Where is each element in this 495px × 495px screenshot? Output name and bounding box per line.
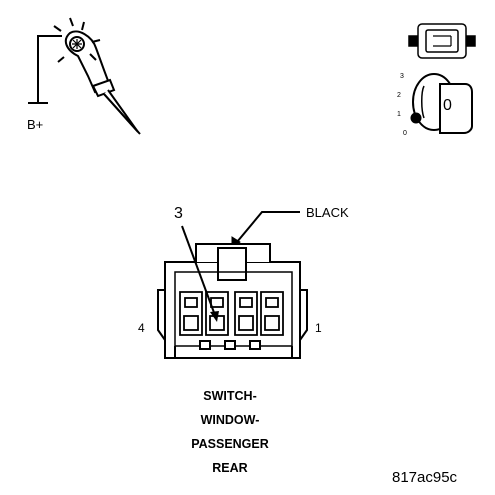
pin-1-label: 1 — [315, 321, 322, 335]
ignition-key-icon — [410, 73, 473, 134]
pin-4-label: 4 — [138, 321, 145, 335]
connector-cavity — [234, 291, 258, 336]
caption-line: PASSENGER — [191, 437, 269, 451]
key-label: 0 — [443, 97, 452, 114]
cavity-3-arrowhead — [210, 311, 219, 322]
key-position-2: 2 — [397, 92, 401, 99]
key-position-0: 0 — [403, 130, 407, 137]
wire-color-label: BLACK — [306, 205, 349, 220]
test-light-icon — [28, 30, 141, 135]
cavity-3-leader — [181, 225, 217, 319]
caption-line: WINDOW- — [200, 413, 260, 427]
ignition-connector-icon — [408, 23, 476, 59]
caption-line: SWITCH- — [203, 389, 257, 403]
caption-line: REAR — [212, 461, 248, 475]
light-rays-icon — [53, 17, 101, 63]
key-position-1: 1 — [397, 111, 401, 118]
connector-cavity — [179, 291, 203, 336]
cavity-number-label: 3 — [174, 205, 183, 222]
black-wire-leader — [231, 211, 300, 249]
key-position-3: 3 — [400, 73, 404, 80]
b-plus-label: B+ — [27, 117, 44, 132]
figure-id-label: 817ac95c — [392, 469, 458, 486]
connector-cavity — [260, 291, 284, 336]
